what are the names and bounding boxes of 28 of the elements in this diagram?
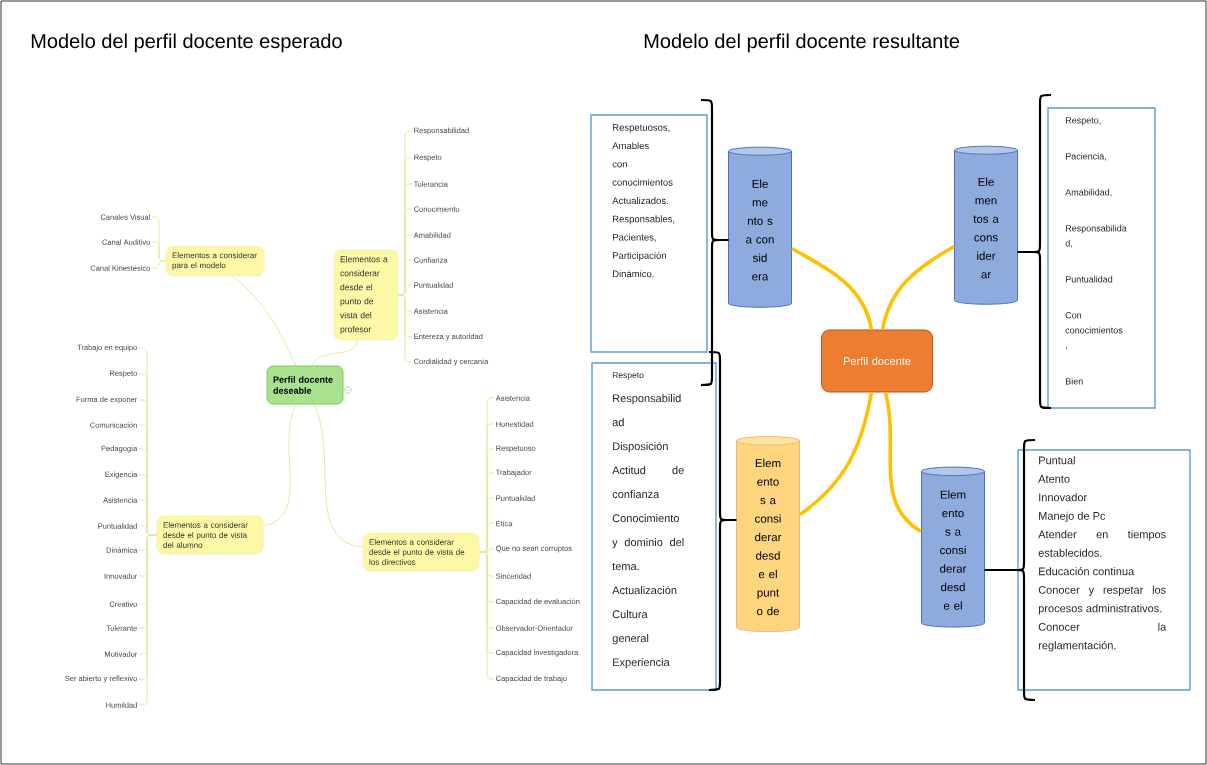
connector-line <box>151 260 167 269</box>
cylinder: Ele men tos a cons ider ar <box>954 145 1018 305</box>
central-topic-box: Perfil docente deseable <box>266 365 344 405</box>
connector-line <box>232 275 297 367</box>
connector-line <box>883 392 923 533</box>
text-box: Puntual Atento Innovador Manejo de Pc Atender en tiempos establecidos. Educación continua Conocer y respetar los procesos administrativos. Conocer la reglamentación. <box>1017 449 1191 691</box>
connector-line <box>311 339 359 367</box>
cylinder: Ele me nto s a con sid era <box>728 146 792 308</box>
branch-box: Elementos a considerar desde el punto de vista de los directivos <box>362 532 480 572</box>
connector-line <box>313 403 364 548</box>
cylinder: Elem ento s a consi derar desd e el <box>921 466 985 628</box>
text-box: Respetuosos, Amables con conocimientos Actualizados. Responsables, Pacientes, Participación Dinámico. <box>590 114 708 353</box>
connector-line <box>262 403 297 527</box>
connector-line <box>397 294 413 363</box>
branch-box: Elementos a considerar desde el punto de vista del profesor <box>333 249 399 341</box>
connector-line <box>798 392 874 517</box>
connector-line <box>478 551 495 680</box>
connector-line <box>880 244 955 330</box>
branch-box: Elementos a considerar para el modelo <box>165 245 265 277</box>
heading: Modelo del perfil docente resultante <box>644 33 960 53</box>
cylinder: Elem ento s a consi derar desd e el punt o de <box>736 436 800 633</box>
heading: Modelo del perfil docente esperado <box>31 33 342 53</box>
text-box: Respeto, Paciencia, Amabilidad, Responsabilida d, Puntualidad Con conocimientos , Bien <box>1047 107 1156 409</box>
branch-box: Elementos a considerar desde el punto de vista del alumno <box>156 515 264 555</box>
connector-line <box>138 534 158 706</box>
central-box: Perfil docente <box>821 329 933 393</box>
connector-line <box>791 246 874 330</box>
text-box: Respeto Responsabilid ad Disposición Actitud de confianza Conocimiento y dominio del tema. Actualización Cultura general Experiencia <box>591 362 717 691</box>
